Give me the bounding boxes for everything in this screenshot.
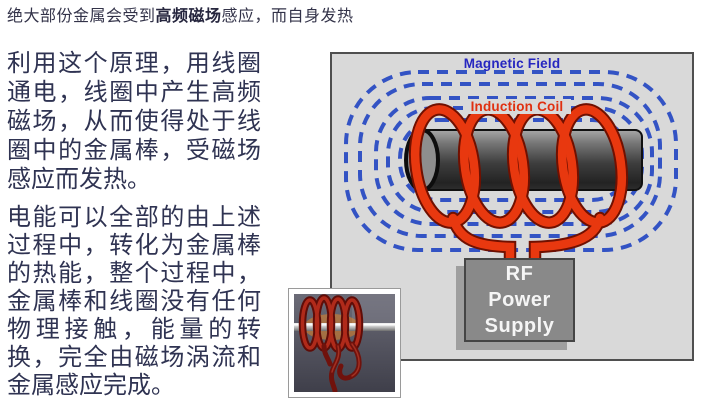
induction-coil-label: Induction Coil	[463, 99, 571, 114]
induction-coil-wire	[410, 105, 627, 271]
rf-line-1: RF	[505, 263, 534, 285]
magnetic-field-label: Magnetic Field	[463, 56, 561, 71]
headline-emphasis: 高频磁场	[155, 8, 222, 25]
slide-headline: 绝大部份金属会受到高频磁场感应，而自身发热	[7, 7, 437, 27]
paragraph-2: 电能可以全部的由上述过程中，转化为金属棒的热能，整个过程中，金属棒和线圈没有任何…	[7, 205, 261, 399]
body-text-column: 利用这个原理，用线圈通电，线圈中产生高频磁场，从而使得处于线圈中的金属棒，受磁场…	[7, 50, 261, 400]
photo-coil-leads-highlight	[331, 343, 360, 377]
rf-line-3: Supply	[484, 315, 555, 337]
diagram-graphics	[344, 70, 678, 273]
headline-prefix: 绝大部份金属会受到	[7, 8, 156, 25]
rf-line-2: Power	[488, 289, 551, 311]
coil-photo-graphics	[294, 294, 395, 394]
paragraph-1: 利用这个原理，用线圈通电，线圈中产生高频磁场，从而使得处于线圈中的金属棒，受磁场…	[7, 51, 261, 193]
coil-photo-inset	[288, 288, 401, 398]
headline-suffix: 感应，而自身发热	[221, 8, 354, 25]
rf-power-supply-box: RF Power Supply	[464, 258, 575, 342]
